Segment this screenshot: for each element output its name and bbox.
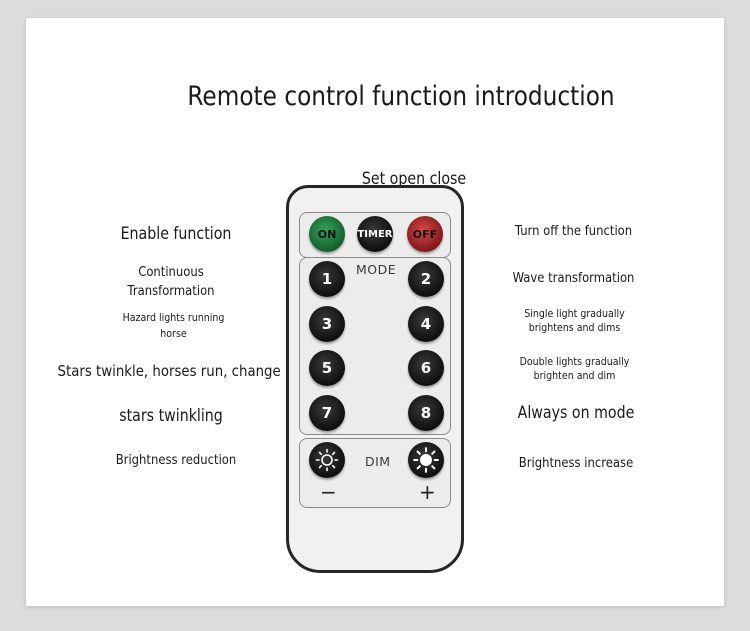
off-button-label: OFF xyxy=(412,227,438,241)
brightness-down-button[interactable] xyxy=(309,442,345,478)
mode-button-3-label: 3 xyxy=(321,315,333,333)
label-stars-twinkling: stars twinkling xyxy=(119,406,223,425)
mode-button-6[interactable]: 6 xyxy=(408,350,444,386)
mode-button-4-label: 4 xyxy=(420,315,432,333)
mode-button-2-label: 2 xyxy=(420,270,432,288)
page-title: Remote control function introduction xyxy=(187,81,615,112)
mode-label: MODE xyxy=(356,262,397,277)
label-double-lights: Double lights gradually brighten and dim xyxy=(519,355,630,382)
mode-button-5[interactable]: 5 xyxy=(309,350,345,386)
plus-sign: + xyxy=(419,480,436,504)
off-button[interactable]: OFF xyxy=(407,216,443,252)
label-turn-off: Turn off the function xyxy=(514,223,633,239)
on-button[interactable]: ON xyxy=(309,216,345,252)
label-brightness-reduction: Brightness reduction xyxy=(115,452,237,468)
label-enable-function: Enable function xyxy=(120,224,232,243)
brightness-up-button[interactable] xyxy=(408,442,444,478)
mode-button-7[interactable]: 7 xyxy=(309,395,345,431)
mode-button-8-label: 8 xyxy=(420,404,432,422)
label-always-on: Always on mode xyxy=(517,403,635,422)
label-brightness-increase: Brightness increase xyxy=(518,455,634,471)
label-wave-transformation: Wave transformation xyxy=(512,270,635,286)
on-button-label: ON xyxy=(317,227,337,241)
minus-sign: − xyxy=(320,480,337,504)
brightness-up-icon xyxy=(413,447,439,473)
remote-top-label: Set open close xyxy=(361,169,467,188)
label-stars-horses: Stars twinkle, horses run, change xyxy=(57,362,281,380)
timer-button-label: TIMER xyxy=(357,228,393,240)
mode-button-3[interactable]: 3 xyxy=(309,306,345,342)
dim-label: DIM xyxy=(365,454,391,469)
remote-control: ON TIMER OFF MODE 1 2 3 4 5 6 7 8 DIM xyxy=(286,185,464,573)
label-hazard-horse: horse xyxy=(160,327,187,340)
mode-button-4[interactable]: 4 xyxy=(408,306,444,342)
brightness-down-icon xyxy=(315,448,339,472)
mode-button-7-label: 7 xyxy=(321,404,333,422)
label-transformation: Transformation xyxy=(127,283,215,299)
label-continuous: Continuous xyxy=(138,264,204,280)
mode-button-1-label: 1 xyxy=(321,270,333,288)
label-single-light: Single light gradually brightens and dim… xyxy=(524,307,625,334)
timer-button[interactable]: TIMER xyxy=(357,216,393,252)
mode-button-5-label: 5 xyxy=(321,359,333,377)
mode-button-2[interactable]: 2 xyxy=(408,261,444,297)
mode-button-1[interactable]: 1 xyxy=(309,261,345,297)
mode-button-8[interactable]: 8 xyxy=(408,395,444,431)
label-hazard-lights: Hazard lights running xyxy=(122,311,225,324)
mode-button-6-label: 6 xyxy=(420,359,432,377)
